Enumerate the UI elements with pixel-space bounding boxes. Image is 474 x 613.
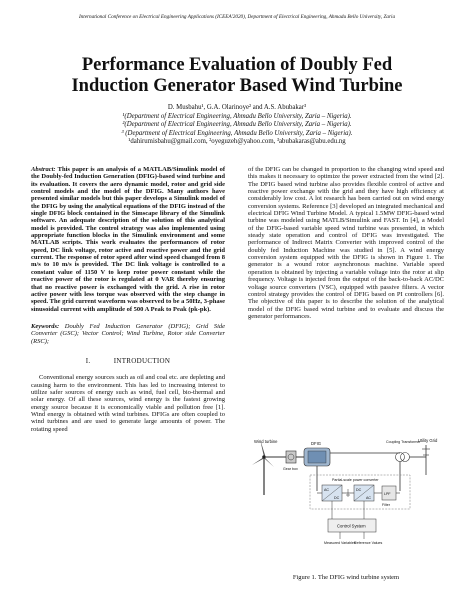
label-rsc-ac: AC xyxy=(324,488,329,492)
author-block: D. Musbahu¹, G.A. Olarinoye² and A.S. Ab… xyxy=(60,104,414,147)
author-emails: ¹dahirumisbahu@gmail.com, ²oyeguzeh@yaho… xyxy=(128,138,346,146)
affiliation-3: ³ (Department of Electrical Engineering,… xyxy=(121,129,353,137)
dfig-diagram-svg: Wind turbine Gear box DFIG Cou xyxy=(250,435,442,553)
figure-1-dfig-diagram: Wind turbine Gear box DFIG Cou xyxy=(250,435,442,553)
dfig-generator-icon xyxy=(303,447,331,467)
partial-converter-frame xyxy=(309,474,411,510)
running-head: International Conference on Electrical E… xyxy=(78,14,396,20)
label-partial-converter: Partial-scale power converter xyxy=(332,478,379,482)
abstract-text: This paper is an analysis of a MATLAB/Si… xyxy=(31,166,225,313)
gear-box-icon xyxy=(285,450,297,464)
label-gsc-dc: DC xyxy=(356,488,362,492)
control-system-block: Control System xyxy=(327,518,377,533)
utility-grid-icon xyxy=(422,445,430,475)
label-control-system: Control System xyxy=(337,524,366,529)
label-dfig: DFIG xyxy=(311,441,321,446)
right-column-paragraph: of the DFIG can be changed in proportion… xyxy=(248,166,444,320)
keywords-text: Doubly Fed Induction Generator (DFIG); G… xyxy=(31,322,226,345)
label-reference-values: Reference Values xyxy=(354,541,383,545)
title-line-1: Performance Evaluation of Doubly Fed xyxy=(81,55,393,75)
abstract-lead: Abstract: xyxy=(31,166,56,173)
lpf-filter: LPF xyxy=(381,485,397,501)
label-wind-turbine: Wind turbine xyxy=(254,439,278,444)
label-gear-box: Gear box xyxy=(283,467,298,471)
affiliation-2: ²(Department of Electrical Engineering, … xyxy=(122,121,352,129)
wind-turbine-icon xyxy=(252,439,274,495)
grid-side-converter: DC AC xyxy=(353,484,375,502)
label-lpf: LPF xyxy=(384,492,391,496)
label-filter: Filter xyxy=(382,503,391,507)
title-line-2: Induction Generator Based Wind Turbine xyxy=(71,76,403,96)
affiliation-1: ¹(Department of Electrical Engineering, … xyxy=(122,112,352,120)
keywords-lead: Keywords: xyxy=(31,322,60,330)
section-number: I. xyxy=(85,356,91,365)
section-title: Introduction xyxy=(113,356,171,365)
label-gsc-ac: AC xyxy=(366,496,371,500)
introduction-paragraph: Conventional energy sources such as oil … xyxy=(31,374,225,433)
figure-1-caption: Figure 1. The DFIG wind turbine system xyxy=(292,574,400,581)
dc-link-capacitor xyxy=(346,489,350,497)
section-heading-introduction: I. Introduction xyxy=(31,356,225,365)
label-rsc-dc: DC xyxy=(334,496,340,500)
label-coupling-transformer: Coupling Transformer xyxy=(386,440,421,444)
abstract: Abstract: This paper is an analysis of a… xyxy=(31,166,225,313)
left-column: Abstract: This paper is an analysis of a… xyxy=(31,166,225,433)
author-names: D. Musbahu¹, G.A. Olarinoye² and A.S. Ab… xyxy=(167,104,307,111)
rotor-side-converter: AC DC xyxy=(321,484,343,502)
label-utility-grid: Utility Grid xyxy=(418,438,438,443)
label-measured-variables: Measured Variables xyxy=(324,541,356,545)
keywords: Keywords: Doubly Fed Induction Generator… xyxy=(31,323,225,345)
paper-title: Performance Evaluation of Doubly Fed Ind… xyxy=(20,55,454,97)
right-column: of the DFIG can be changed in proportion… xyxy=(248,166,444,320)
